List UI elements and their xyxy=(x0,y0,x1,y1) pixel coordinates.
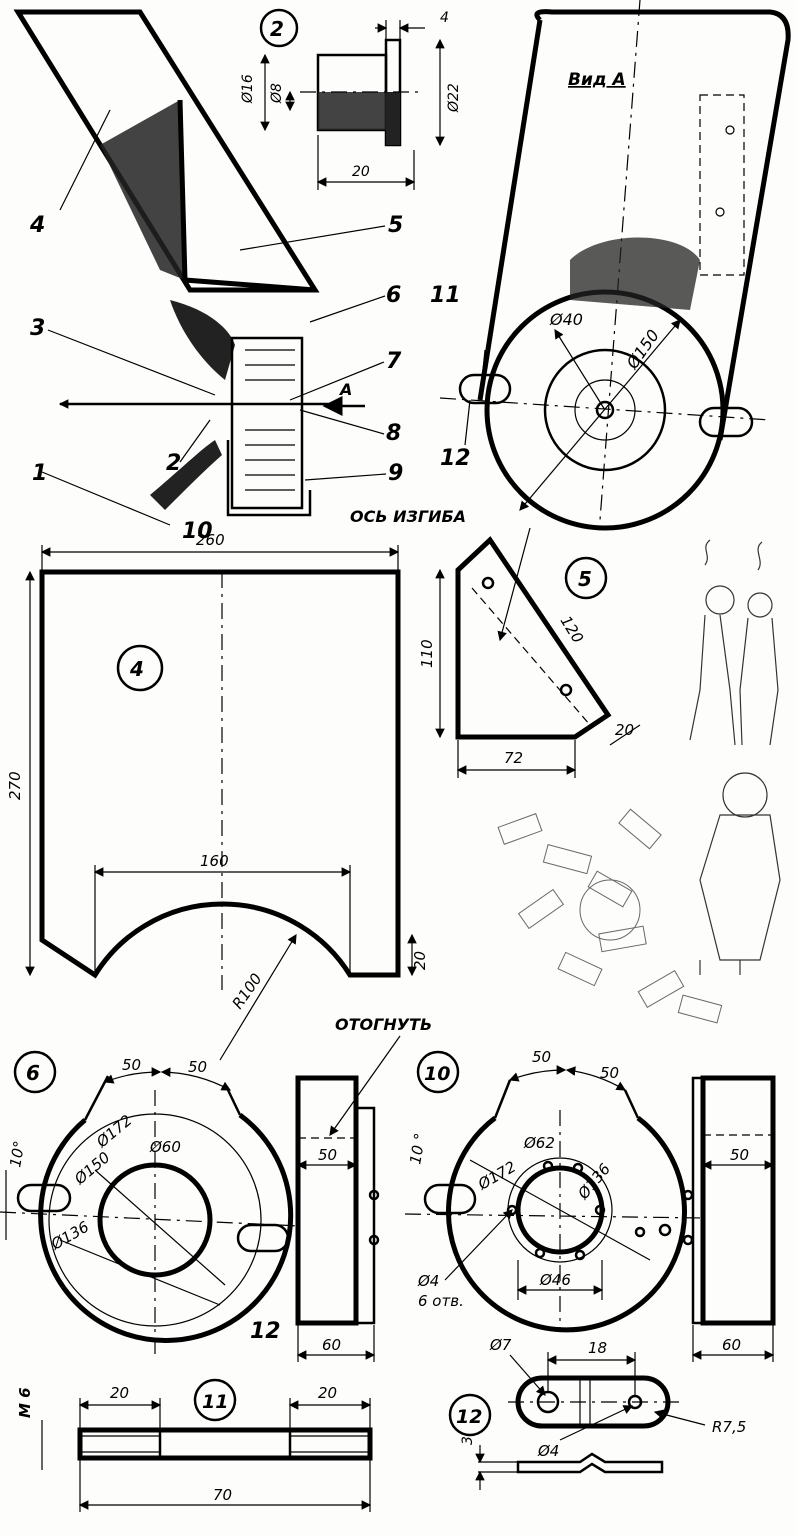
detail-10-tab: 50 xyxy=(730,1146,749,1164)
view-a-slot xyxy=(699,94,745,276)
bracket-outline xyxy=(455,536,612,740)
detail-5-number: 5 xyxy=(578,567,592,591)
detail-2-number: 2 xyxy=(270,17,284,41)
disc-6-side xyxy=(295,1075,359,1326)
disc-10-side xyxy=(700,1075,776,1326)
detail-5-bracket: ОСЬ ИЗГИБА 5 110 120 72 20 xyxy=(350,507,641,778)
detail-10-d136: Ø136 xyxy=(574,1160,614,1203)
label-part-7: 7 xyxy=(386,349,402,374)
detail-10-d46: Ø46 xyxy=(539,1271,571,1289)
view-a-d40: Ø40 xyxy=(549,310,583,329)
fold-label: ОТОГНУТЬ xyxy=(335,1015,432,1034)
detail-4-plate: 4 260 270 160 20 R100 xyxy=(6,531,429,1061)
disc-6-outline xyxy=(38,1112,294,1343)
detail-6-d136: Ø136 xyxy=(47,1218,92,1254)
detail-11-thread: М 6 xyxy=(16,1387,34,1418)
frame-lower xyxy=(150,440,222,510)
frame-upper xyxy=(170,300,235,380)
detail-10-number: 10 xyxy=(424,1063,450,1085)
detail-11-number: 11 xyxy=(202,1391,228,1413)
detail-10-width: 60 xyxy=(722,1336,741,1354)
label-part-4: 4 xyxy=(29,213,45,238)
view-a-title: Вид А xyxy=(568,70,626,90)
detail-12-thickness: 3 xyxy=(460,1436,476,1445)
detail-12-number: 12 xyxy=(456,1406,482,1428)
label-part-5: 5 xyxy=(388,213,403,238)
detail-2-bushing: 2 Ø16 Ø8 Ø22 20 4 xyxy=(240,8,462,190)
detail-2-d22: Ø22 xyxy=(446,83,462,113)
detail-5-end: 20 xyxy=(615,721,634,739)
bend-axis-label: ОСЬ ИЗГИБА xyxy=(350,507,466,526)
view-a-part-12: 12 xyxy=(440,446,471,471)
detail-10-arc-2: 50 xyxy=(600,1064,619,1082)
detail-12-d7: Ø7 xyxy=(489,1336,512,1354)
detail-6-part-12: 12 xyxy=(250,1319,281,1344)
link-profile xyxy=(516,1452,664,1474)
label-part-1: 1 xyxy=(32,461,47,486)
detail-4-side: 20 xyxy=(411,951,429,970)
detail-2-flange: 4 xyxy=(440,10,449,26)
detail-4-number: 4 xyxy=(129,657,144,681)
label-part-6: 6 xyxy=(386,283,401,308)
view-a: Вид А Ø40 Ø150 11 12 xyxy=(430,0,791,531)
detail-11-thread-len-2: 20 xyxy=(318,1384,337,1402)
detail-11-stud: 11 М 6 20 20 70 xyxy=(16,1378,373,1512)
detail-6-angle: 10° xyxy=(6,1139,28,1168)
view-a-part-11: 11 xyxy=(430,283,461,308)
detail-2-marker xyxy=(259,8,299,48)
detail-2-d16: Ø16 xyxy=(240,74,256,104)
label-part-8: 8 xyxy=(386,421,401,446)
drum-body xyxy=(230,336,304,510)
detail-6-width: 60 xyxy=(322,1336,341,1354)
detail-5-base: 72 xyxy=(504,749,523,767)
view-a-d150: Ø150 xyxy=(622,326,663,373)
detail-5-height: 110 xyxy=(418,639,436,668)
side-plate xyxy=(177,99,316,293)
detail-4-height: 270 xyxy=(6,771,24,800)
workers-illustration xyxy=(497,539,781,1024)
detail-4-notch: 160 xyxy=(200,852,229,870)
view-a-hopper-outline xyxy=(534,9,791,441)
detail-11-length: 70 xyxy=(213,1486,232,1504)
disc-10-hole xyxy=(515,1165,605,1255)
detail-6-d60: Ø60 xyxy=(149,1138,181,1156)
detail-6-d172: Ø172 xyxy=(92,1111,135,1151)
detail-10-arc-1: 50 xyxy=(532,1048,551,1066)
disc-10-outline xyxy=(446,1116,687,1333)
detail-10-holes: 6 отв. xyxy=(418,1292,464,1310)
assembly-side-view: А 4 5 6 3 7 8 2 9 1 10 xyxy=(13,9,403,544)
detail-10-d4: Ø4 xyxy=(417,1272,439,1290)
detail-10-disc: 10 50 50 Ø62 Ø172 Ø136 10 ° xyxy=(404,1048,776,1362)
label-part-3: 3 xyxy=(30,316,45,341)
stud-body xyxy=(77,1427,373,1461)
detail-6-disc: 6 50 50 Ø172 Ø150 Ø60 Ø136 10° 12 xyxy=(0,1015,432,1362)
drum-cup xyxy=(226,440,312,517)
detail-12-radius: R7,5 xyxy=(712,1418,746,1436)
hopper-fill xyxy=(100,100,185,280)
detail-6-number: 6 xyxy=(26,1061,40,1085)
detail-4-width: 260 xyxy=(196,531,225,549)
detail-10-d62: Ø62 xyxy=(523,1134,555,1152)
detail-6-tab: 50 xyxy=(318,1146,337,1164)
detail-2-length: 20 xyxy=(352,164,370,180)
label-part-9: 9 xyxy=(388,461,403,486)
detail-11-thread-len-1: 20 xyxy=(110,1384,129,1402)
detail-4-radius: R100 xyxy=(229,970,266,1012)
label-part-10: 10 xyxy=(182,519,213,544)
detail-10-angle: 10 ° xyxy=(406,1132,429,1166)
detail-6-d150: Ø150 xyxy=(70,1148,113,1188)
detail-12-d4: Ø4 xyxy=(537,1442,559,1460)
detail-12-link: 12 Ø7 18 Ø4 R7,5 3 xyxy=(448,1336,746,1490)
plate-outline xyxy=(39,569,401,979)
detail-6-arc-2: 50 xyxy=(188,1058,207,1076)
detail-6-arc-1: 50 xyxy=(122,1056,141,1074)
detail-12-pitch: 18 xyxy=(588,1339,607,1357)
view-a-label: А xyxy=(338,380,352,399)
detail-2-d8: Ø8 xyxy=(269,83,285,104)
label-part-2: 2 xyxy=(166,451,181,476)
